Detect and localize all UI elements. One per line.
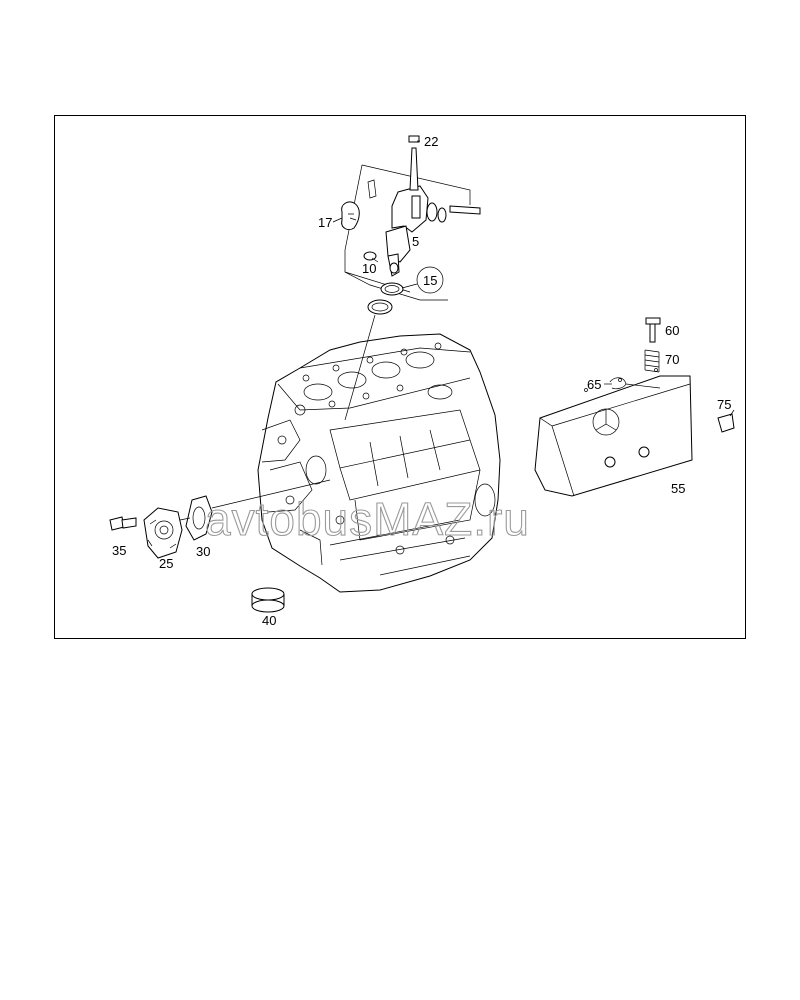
- callout-10: 10: [362, 261, 376, 276]
- callout-25: 25: [159, 556, 173, 571]
- engine-cover: [534, 317, 735, 497]
- callout-5: 5: [412, 234, 419, 249]
- callout-70: 70: [665, 352, 679, 367]
- callout-17: 17: [318, 215, 332, 230]
- callout-35: 35: [112, 543, 126, 558]
- diagram-frame: [54, 115, 746, 639]
- callout-60: 60: [665, 323, 679, 338]
- callout-leaders: [332, 140, 735, 417]
- engine-block: [257, 333, 501, 593]
- callout-65: 65: [587, 377, 601, 392]
- callout-30: 30: [196, 544, 210, 559]
- callout-40: 40: [262, 613, 276, 628]
- watermark-text: avtobusMAZ.ru: [205, 493, 530, 545]
- callout-labels: 22 17 5 10 15 60 70 65 75 55 35 25 30 40: [112, 134, 731, 628]
- front-parts: [109, 479, 331, 613]
- callout-55: 55: [671, 481, 685, 496]
- callout-22: 22: [424, 134, 438, 149]
- callout-15-circle: [416, 266, 444, 294]
- callout-15: 15: [423, 273, 437, 288]
- injector-assembly: [341, 135, 481, 421]
- callout-75: 75: [717, 397, 731, 412]
